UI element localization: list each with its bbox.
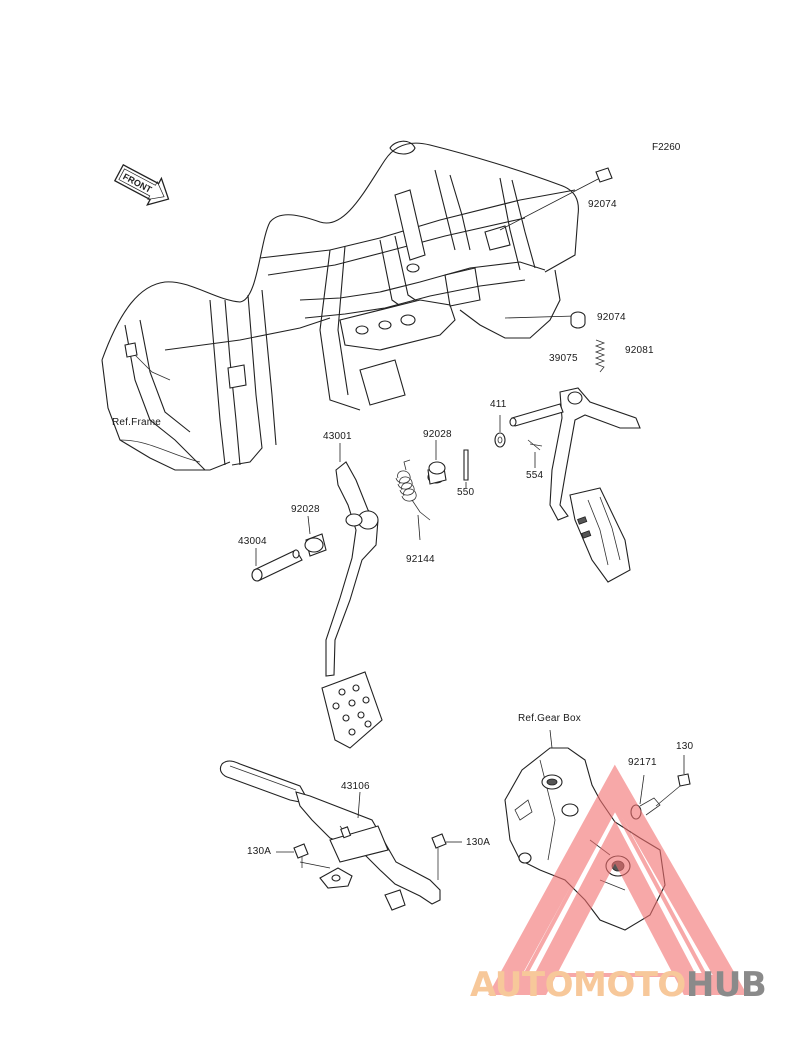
- watermark-moto: MOTO: [572, 965, 686, 1005]
- washer-411: [494, 432, 506, 448]
- part-label-130: 130: [676, 741, 694, 752]
- part-label-92171: 92171: [628, 757, 657, 768]
- bolt-130: [655, 773, 691, 807]
- ref-gear-box-label: Ref.Gear Box: [518, 713, 581, 724]
- figure-code: F2260: [652, 142, 681, 153]
- part-label-43004: 43004: [238, 536, 267, 547]
- part-label-39075: 39075: [549, 353, 578, 364]
- watermark-auto: AUTO: [470, 965, 573, 1005]
- shaft-43004: [251, 549, 303, 582]
- brake-pedal-39075: [509, 339, 641, 583]
- cap-92074-lower: [570, 311, 586, 329]
- watermark-text: AUTOMOTOHUB: [470, 965, 767, 1005]
- collar-on-pedal: [345, 513, 363, 527]
- pin-550: [463, 449, 469, 481]
- clutch-pedal-43001: [321, 461, 383, 749]
- bushing-92028-upper: [427, 461, 447, 485]
- frame-assembly: [101, 140, 579, 471]
- parking-brake-lever-43106: [219, 760, 441, 911]
- watermark-logo: [488, 764, 748, 995]
- part-label-92028-left: 92028: [291, 504, 320, 515]
- part-label-130A-right: 130A: [466, 837, 491, 848]
- bolt-130A-left: [293, 843, 309, 868]
- spring-92081: [594, 339, 606, 373]
- part-label-130A-left: 130A: [247, 846, 272, 857]
- leader-92074-upper: [499, 177, 601, 231]
- ref-frame-label: Ref.Frame: [112, 417, 162, 428]
- part-label-92074-lower: 92074: [597, 312, 626, 323]
- part-label-92144: 92144: [406, 554, 435, 565]
- part-label-550: 550: [457, 487, 475, 498]
- part-label-92081: 92081: [625, 345, 654, 356]
- part-label-92074-upper: 92074: [588, 199, 617, 210]
- part-label-43001: 43001: [323, 431, 352, 442]
- spring-92144: [395, 459, 431, 521]
- bolt-130A-right: [431, 833, 447, 880]
- watermark-hub: HUB: [685, 965, 767, 1005]
- part-label-554: 554: [526, 470, 544, 481]
- part-label-411: 411: [490, 399, 507, 410]
- cap-92074-upper: [595, 167, 613, 183]
- leader-92074-lower: [504, 315, 576, 319]
- bushing-92028-left: [304, 533, 327, 557]
- front-arrow-icon: FRONT: [113, 163, 170, 206]
- part-label-43106: 43106: [341, 781, 370, 792]
- part-label-92028-upper: 92028: [423, 429, 452, 440]
- cotter-pin-554: [527, 439, 543, 451]
